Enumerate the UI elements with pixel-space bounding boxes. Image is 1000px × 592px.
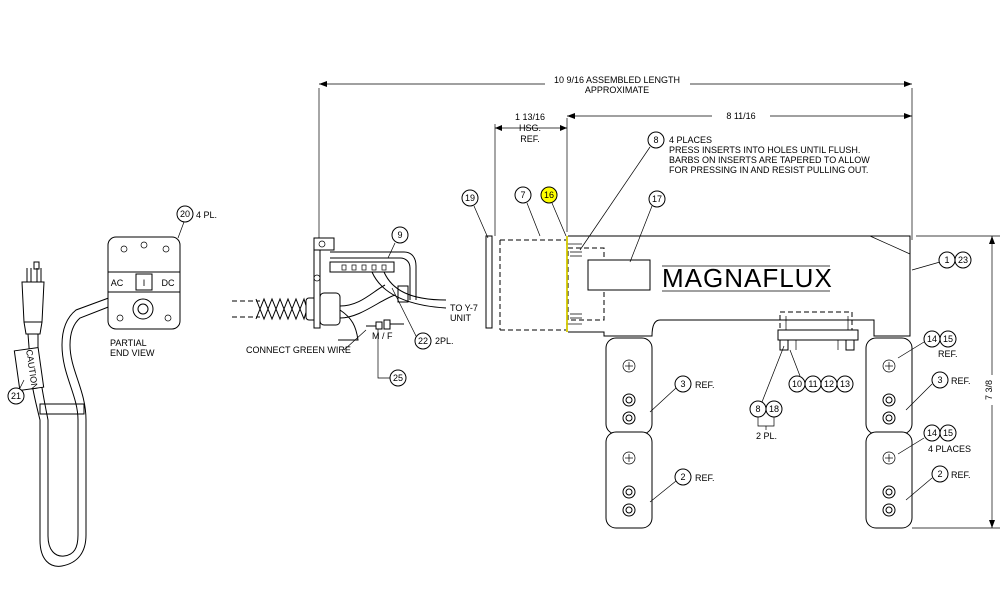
ref-label-2-left: REF.	[695, 473, 715, 483]
balloon-3-left: 3	[680, 379, 685, 389]
insert-note: 4 PLACES PRESS INSERTS INTO HOLES UNTIL …	[669, 135, 870, 175]
switch-toggle	[135, 273, 153, 291]
balloon-9: 9	[397, 230, 402, 240]
assembled-length-approx: APPROXIMATE	[585, 85, 649, 95]
end-cap	[485, 235, 493, 329]
balloon-15-bottom: 15	[943, 428, 953, 438]
core-length-label: 8 11/16	[726, 111, 755, 121]
height-label: 7 3/8	[984, 380, 994, 400]
housing-ref-hsg: HSG.	[519, 123, 541, 133]
power-cord: CAUTION	[13, 261, 141, 567]
balloon-13: 13	[840, 379, 850, 389]
housing-ref-value: 1 13/16	[515, 112, 545, 122]
connect-green-label: CONNECT GREEN WIRE	[246, 345, 351, 355]
note-line-4: FOR PRESSING IN AND RESIST PULLING OUT.	[669, 165, 868, 175]
assembled-length-dimension: 10 9/16 ASSEMBLED LENGTH APPROXIMATE	[318, 75, 913, 240]
switch-mid-label: I	[143, 278, 146, 288]
left-leg	[605, 337, 653, 529]
note-line-3: BARBS ON INSERTS ARE TAPERED TO ALLOW	[669, 155, 870, 165]
balloon-23: 23	[958, 255, 968, 265]
ref-label-1415: REF.	[938, 349, 958, 359]
to-unit-label-1: TO Y-7	[450, 303, 478, 313]
balloon-19: 19	[465, 193, 475, 203]
two-pl-label-a: 2PL.	[435, 336, 454, 346]
switch-ac-label: AC	[111, 278, 124, 288]
balloon-12: 12	[824, 379, 834, 389]
yoke-body: MAGNAFLUX	[485, 235, 911, 351]
housing-ref-ref: REF.	[520, 134, 540, 144]
right-leg-lower	[865, 431, 913, 529]
height-dimension: 7 3/8	[912, 235, 1000, 529]
brand-logo: MAGNAFLUX	[662, 263, 833, 293]
balloon-8-bottom: 8	[755, 404, 760, 414]
ref-label-3-right: REF.	[951, 376, 971, 386]
left-leg-lower	[605, 431, 653, 529]
switch-dc-label: DC	[162, 278, 175, 288]
balloon-3-right: 3	[937, 375, 942, 385]
partial-label-1: PARTIAL	[110, 338, 147, 348]
balloon-1: 1	[944, 255, 949, 265]
balloon-14-bottom: 14	[927, 428, 937, 438]
ref-label-3-left: REF.	[695, 380, 715, 390]
note-line-2: PRESS INSERTS INTO HOLES UNTIL FLUSH.	[669, 145, 860, 155]
balloon-2-left: 2	[680, 472, 685, 482]
balloon-7: 7	[520, 190, 525, 200]
balloon-20: 20	[180, 209, 190, 219]
two-pl-label-b: 2 PL.	[756, 431, 777, 441]
balloon-22: 22	[418, 336, 428, 346]
balloon-21-group: 21	[7, 379, 25, 405]
balloon-15-top: 15	[943, 334, 953, 344]
assembled-length-label: 10 9/16 ASSEMBLED LENGTH	[554, 75, 680, 85]
balloon-21: 21	[11, 391, 21, 401]
balloon-14-top: 14	[927, 334, 937, 344]
four-places-label: 4 PLACES	[928, 444, 971, 454]
main-balloons: 19 7 16 8 17 1 23 14 15 REF. 3 REF.	[461, 131, 972, 503]
balloon-16: 16	[544, 190, 554, 200]
partial-label-2: END VIEW	[110, 348, 155, 358]
balloon-11: 11	[808, 379, 817, 389]
balloon-2-right: 2	[937, 469, 942, 479]
balloon-8-top: 8	[653, 135, 658, 145]
balloon-17: 17	[652, 194, 662, 204]
right-leg-upper	[865, 337, 913, 435]
to-unit-label-2: UNIT	[450, 313, 471, 323]
balloon-18: 18	[769, 404, 779, 414]
left-leg-upper	[605, 337, 653, 435]
ref-label-2-right: REF.	[951, 470, 971, 480]
caution-tag	[13, 346, 45, 392]
four-pl-label: 4 PL.	[196, 210, 217, 220]
mf-label: M / F	[372, 331, 393, 341]
cable-connector: TO Y-7 UNIT CONNECT GREEN WIRE M / F 9 2…	[232, 226, 478, 387]
partial-end-view: AC I DC PARTIAL END VIEW 20 4 PL.	[107, 205, 217, 358]
plug-body	[21, 281, 45, 323]
note-line-1: 4 PLACES	[669, 135, 712, 145]
housing-ref-dimension: 1 13/16 HSG. REF.	[494, 112, 568, 236]
core-length-dimension: 8 11/16	[567, 111, 912, 121]
balloon-25: 25	[393, 373, 403, 383]
balloon-10: 10	[792, 379, 802, 389]
right-leg	[865, 337, 913, 529]
